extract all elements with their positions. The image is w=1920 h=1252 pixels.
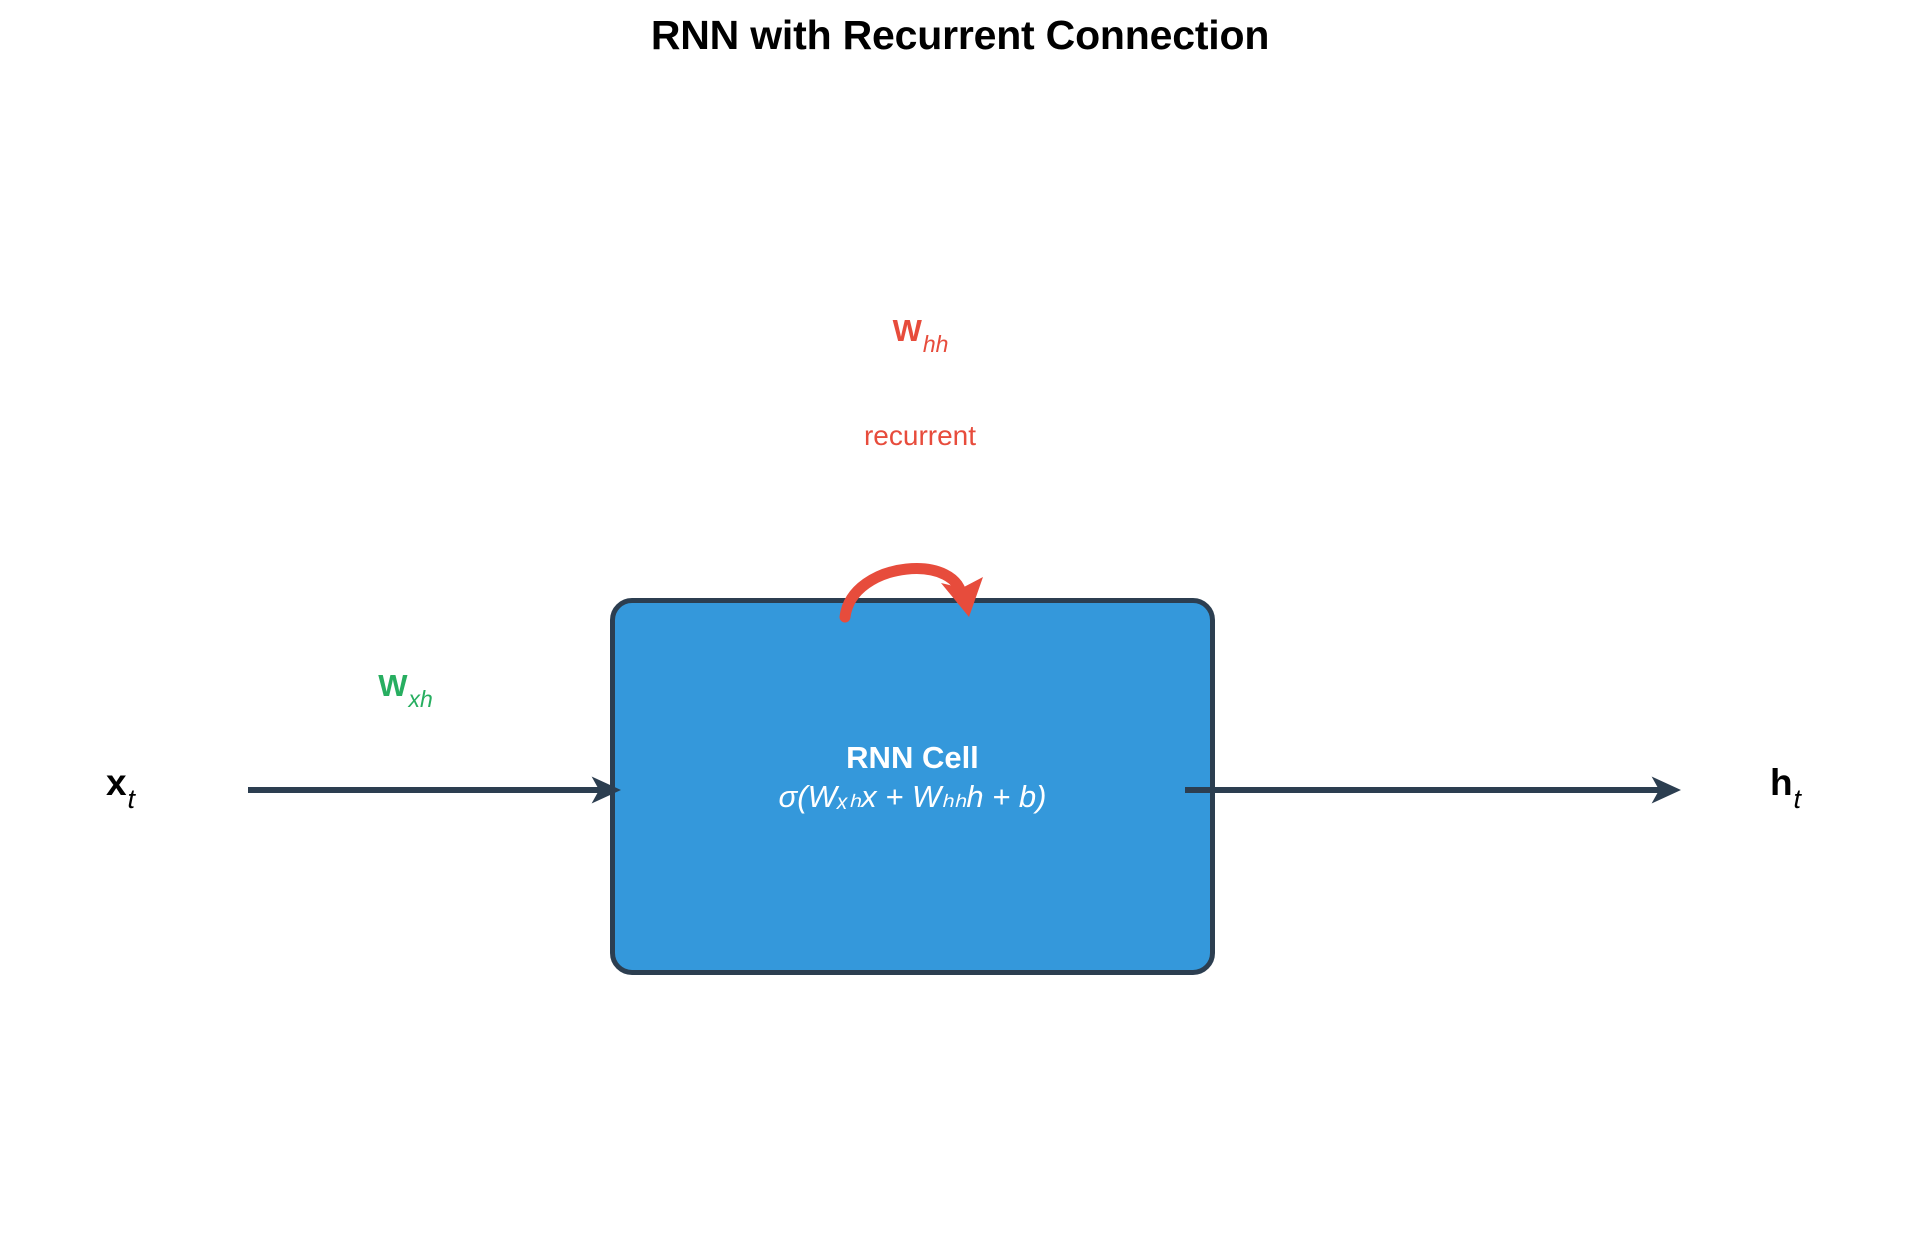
rnn-cell-text-group: RNN Cell σ(Wₓₕx + Wₕₕh + b) bbox=[610, 740, 1215, 815]
recurrent-weight-label: Whh bbox=[0, 313, 1840, 358]
rnn-cell-title: RNN Cell bbox=[846, 740, 979, 775]
input-weight-symbol: W bbox=[378, 668, 408, 703]
input-variable-subscript: t bbox=[127, 784, 136, 815]
input-variable-label: xt bbox=[60, 762, 180, 814]
output-variable-label: ht bbox=[1720, 762, 1850, 814]
recurrent-weight-symbol: W bbox=[892, 313, 922, 348]
input-variable-symbol: x bbox=[105, 762, 127, 803]
output-variable-subscript: t bbox=[1793, 784, 1802, 815]
input-weight-subscript: xh bbox=[408, 686, 433, 713]
page-title: RNN with Recurrent Connection bbox=[650, 12, 1270, 58]
input-weight-label: Wxh bbox=[290, 668, 520, 713]
output-variable-symbol: h bbox=[1769, 762, 1793, 803]
recurrent-weight-subscript: hh bbox=[922, 331, 949, 358]
rnn-cell-formula: σ(Wₓₕx + Wₕₕh + b) bbox=[778, 778, 1047, 814]
recurrent-caption-label: recurrent bbox=[863, 420, 977, 451]
